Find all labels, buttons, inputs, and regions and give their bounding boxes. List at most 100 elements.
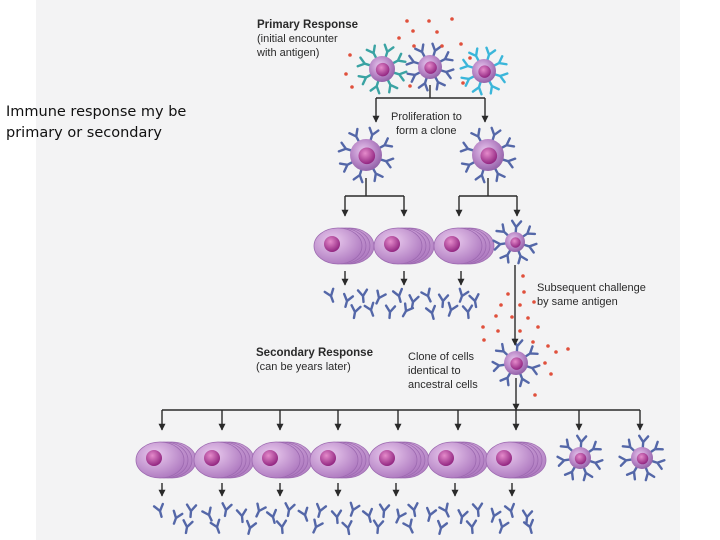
b-cell-nucleus <box>480 147 498 165</box>
clone-label-line3: ancestral cells <box>408 379 478 391</box>
activated-b-cell-2 <box>459 126 517 184</box>
antibody-icon <box>361 507 373 523</box>
receptor-icon <box>470 127 483 143</box>
b-cell-nucleus <box>424 61 437 74</box>
antibody-icon <box>426 506 438 522</box>
receptor-icon <box>618 455 634 467</box>
receptor-icon <box>379 157 395 169</box>
naive-b-cell-3 <box>459 46 509 96</box>
receptor-icon <box>352 168 364 184</box>
antibody-icon <box>185 503 198 519</box>
antibody-icon <box>172 509 184 525</box>
antigen-dot <box>521 274 525 278</box>
antigen-dot <box>533 393 537 397</box>
antigen-dot <box>531 340 535 344</box>
b-cell-nucleus <box>636 452 649 465</box>
antibody-icon <box>350 304 362 320</box>
challenge-label-line1: Subsequent challenge <box>537 282 646 294</box>
primary-response-title: Primary Response <box>257 19 358 31</box>
antigen-dot <box>532 300 536 304</box>
antibody-icon <box>152 502 164 518</box>
antigen-dot <box>348 53 352 57</box>
naive-b-cell-1 <box>356 43 408 95</box>
antigen-dot <box>506 292 510 296</box>
antibody-icon <box>407 502 419 518</box>
antibody-icon <box>458 287 470 303</box>
plasma-cell-nucleus <box>496 450 512 466</box>
plasma-cell-nucleus <box>204 450 220 466</box>
antibody-icon <box>378 503 391 519</box>
receptor-icon <box>587 440 602 454</box>
antibody-icon <box>297 506 309 522</box>
antigen-dot <box>494 314 498 318</box>
antibody-icon <box>209 518 221 534</box>
receptor-icon <box>563 465 577 481</box>
plasma-cell-nucleus <box>438 450 454 466</box>
antibody-icon <box>438 502 450 518</box>
receptor-icon <box>491 360 507 373</box>
antibody-icon <box>375 289 387 305</box>
receptor-icon <box>369 79 381 95</box>
antigen-layer <box>344 17 570 397</box>
activated-b-cell-1 <box>337 126 395 184</box>
antibody-icon <box>312 518 324 534</box>
antigen-dot <box>554 350 558 354</box>
plasma-cell-nucleus <box>444 236 460 252</box>
antigen-dot <box>411 29 415 33</box>
antibody-layer <box>152 287 534 536</box>
receptor-icon <box>501 157 517 169</box>
plasma-cell-3 <box>433 227 495 265</box>
receptor-icon <box>471 80 483 96</box>
receptor-icon <box>512 338 524 354</box>
antigen-dot <box>344 72 348 76</box>
antibody-icon <box>395 508 407 524</box>
receptor-icon <box>459 58 475 70</box>
secondary-plasma-cell-7 <box>485 441 547 479</box>
receptor-icon <box>637 434 650 450</box>
antibody-icon <box>275 519 288 535</box>
secondary-memory-cell-2 <box>618 434 666 482</box>
receptor-icon <box>650 459 666 471</box>
clone-label-line2: identical to <box>408 365 461 377</box>
secondary-plasma-cell-3 <box>251 441 313 479</box>
memory-cell-1 <box>492 219 538 265</box>
antigen-dot <box>468 56 472 60</box>
antibody-icon <box>521 509 534 525</box>
receptor-icon <box>588 459 604 471</box>
antigen-dot <box>481 325 485 329</box>
antigen-dot <box>450 17 454 21</box>
secondary-plasma-cell-2 <box>193 441 255 479</box>
connectors-layer <box>158 85 644 497</box>
antigen-dot <box>412 44 416 48</box>
antigen-dot <box>496 329 500 333</box>
primary-response-subtitle-line2: with antigen) <box>256 47 319 59</box>
receptor-icon <box>575 434 588 450</box>
antibody-icon <box>522 518 534 534</box>
antigen-dot <box>518 303 522 307</box>
receptor-icon <box>525 364 541 376</box>
antibody-icon <box>201 506 213 522</box>
antibody-icon <box>457 509 469 525</box>
receptor-icon <box>405 54 421 66</box>
receptor-icon <box>493 167 506 183</box>
receptor-icon <box>368 126 380 142</box>
plasma-cell-nucleus <box>324 236 340 252</box>
antigen-dot <box>459 42 463 46</box>
b-cell-nucleus <box>478 65 491 78</box>
receptor-icon <box>644 466 656 482</box>
antibody-icon <box>447 301 459 317</box>
antigen-dot <box>518 329 522 333</box>
antibody-icon <box>391 287 403 303</box>
secondary-plasma-cell-6 <box>427 441 489 479</box>
receptor-icon <box>348 127 361 143</box>
antibody-icon <box>468 293 480 309</box>
antibody-icon <box>401 302 415 318</box>
antibody-icon <box>343 292 355 308</box>
antigen-dot <box>461 81 465 85</box>
antibody-icon <box>498 518 510 534</box>
receptor-icon <box>492 239 508 251</box>
antigen-dot <box>543 361 547 365</box>
b-cell-nucleus <box>510 357 523 370</box>
antibody-icon <box>372 519 385 535</box>
